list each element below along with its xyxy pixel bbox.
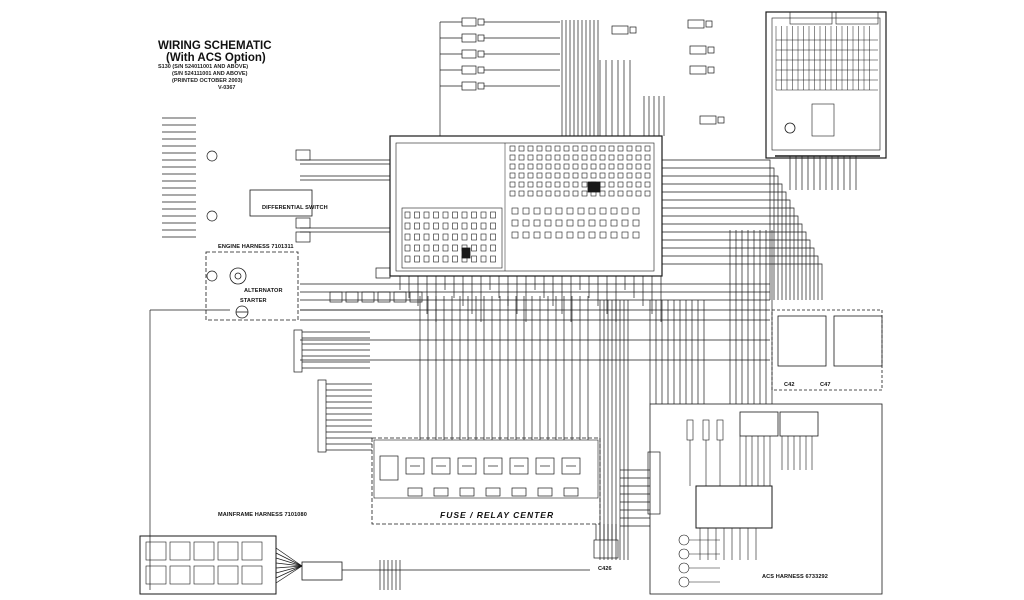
engine-harness-label: ENGINE HARNESS 7101311 [218, 244, 294, 250]
mainframe-harness-label: MAINFRAME HARNESS 7101080 [218, 512, 307, 518]
title-main: WIRING SCHEMATIC [158, 40, 272, 52]
connector-c42-label: C42 [784, 382, 795, 388]
differential-switch-label: DIFFERENTIAL SWITCH [262, 205, 328, 211]
title-serial-1: S130 (S/N 524011001 AND ABOVE) [158, 64, 249, 70]
wiring-lines [149, 20, 857, 590]
title-block: WIRING SCHEMATIC (With ACS Option) S130 … [158, 40, 338, 92]
display-panel [765, 11, 887, 159]
right-modules [771, 309, 883, 391]
acs-harness-label: ACS HARNESS 6733292 [762, 574, 828, 580]
differential-switch-box [249, 189, 313, 217]
alternator-label: ALTERNATOR [244, 288, 283, 294]
title-code: V-0367 [218, 85, 236, 91]
fuse-relay-center-label: FUSE / RELAY CENTER [440, 510, 555, 520]
starter-label: STARTER [240, 298, 267, 304]
bottom-left-panel [139, 535, 343, 595]
title-serial-2: (S/N 524111001 AND ABOVE) [172, 71, 248, 77]
title-option: (With ACS Option) [166, 52, 266, 64]
central-control-module [389, 135, 663, 277]
connector-c426-label: C426 [598, 566, 612, 572]
connector-c47-label: C47 [820, 382, 831, 388]
title-printed: (PRINTED OCTOBER 2003) [172, 78, 243, 84]
acs-harness-block [649, 403, 883, 595]
connectors [206, 17, 725, 559]
engine-harness-block [205, 251, 299, 321]
